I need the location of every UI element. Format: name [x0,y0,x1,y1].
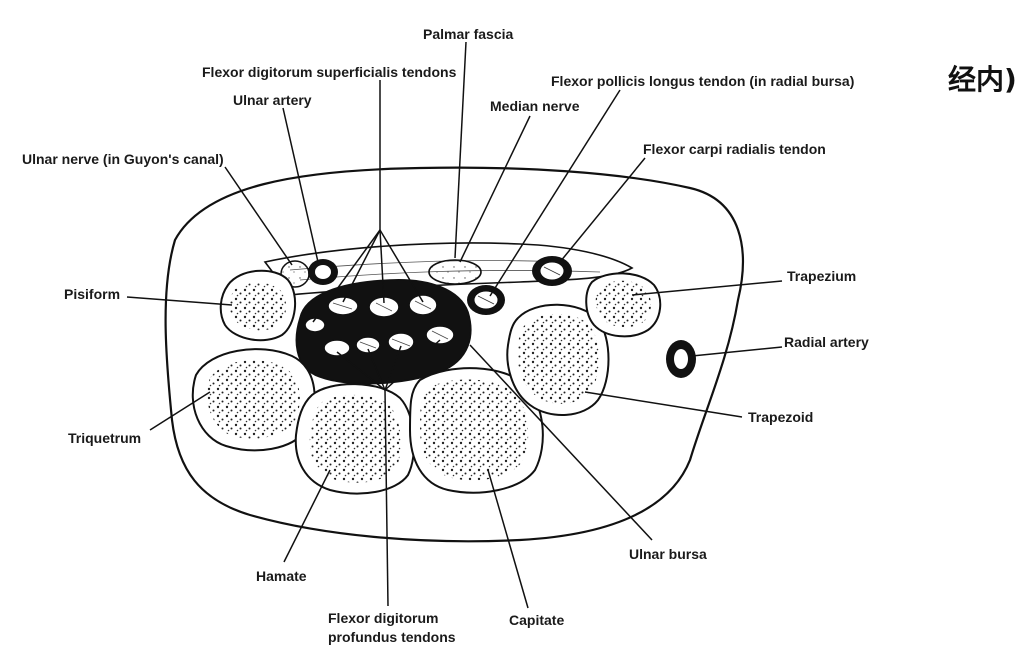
leader-fpl [489,89,621,297]
leader-capitate [487,469,529,609]
fcr-tendon-shape [532,256,572,286]
label-hamate: Hamate [256,568,307,584]
label-radial-artery: Radial artery [784,334,869,350]
fdp-tendon [323,339,351,357]
leader-ulnar-nerve [224,166,293,266]
leader-trapezoid [584,391,743,418]
fdp-tendon [387,332,415,352]
tendon-striations [332,300,449,349]
label-fcr-tendon: Flexor carpi radialis tendon [643,141,826,157]
label-capitate: Capitate [509,612,565,628]
leader-ulnar-bursa [469,344,653,541]
wrist-outline [164,166,744,543]
carpal-bones [191,269,662,495]
label-fpl-tendon: Flexor pollicis longus tendon (in radial… [551,73,855,89]
leader-trapezium [631,280,783,296]
label-triquetrum: Triquetrum [68,430,142,446]
label-ulnar-nerve: Ulnar nerve (in Guyon's canal) [22,151,224,167]
median-nerve-shape [428,259,482,285]
leader-ulnar-artery [282,107,319,263]
label-palmar-fascia: Palmar fascia [423,26,514,42]
label-ulnar-bursa: Ulnar bursa [629,546,707,562]
label-fds-tendons: Flexor digitorum superficialis tendons [202,64,457,80]
leader-triquetrum [149,391,211,431]
label-pisiform: Pisiform [64,286,121,302]
label-median-nerve: Median nerve [490,98,580,114]
leader-palmar-fascia [454,41,467,259]
label-trapezoid: Trapezoid [748,409,814,425]
label-fdp-line1: Flexor digitorum [328,610,439,626]
leader-fdp [384,389,389,607]
leader-median-nerve [459,115,531,263]
leader-fcr [559,157,646,263]
corner-text-fragment: 经内) [948,63,1017,96]
label-ulnar-artery: Ulnar artery [233,92,312,108]
ulnar-artery-shape [308,259,338,285]
label-fdp-line2: profundus tendons [328,629,456,645]
fpl-tendon-shape [467,285,505,315]
leader-hamate [283,469,331,563]
leader-lines [126,41,783,609]
label-trapezium: Trapezium [787,268,857,284]
leader-pisiform [126,296,233,306]
leader-radial-artery [691,346,783,357]
radial-artery-shape [666,340,696,378]
